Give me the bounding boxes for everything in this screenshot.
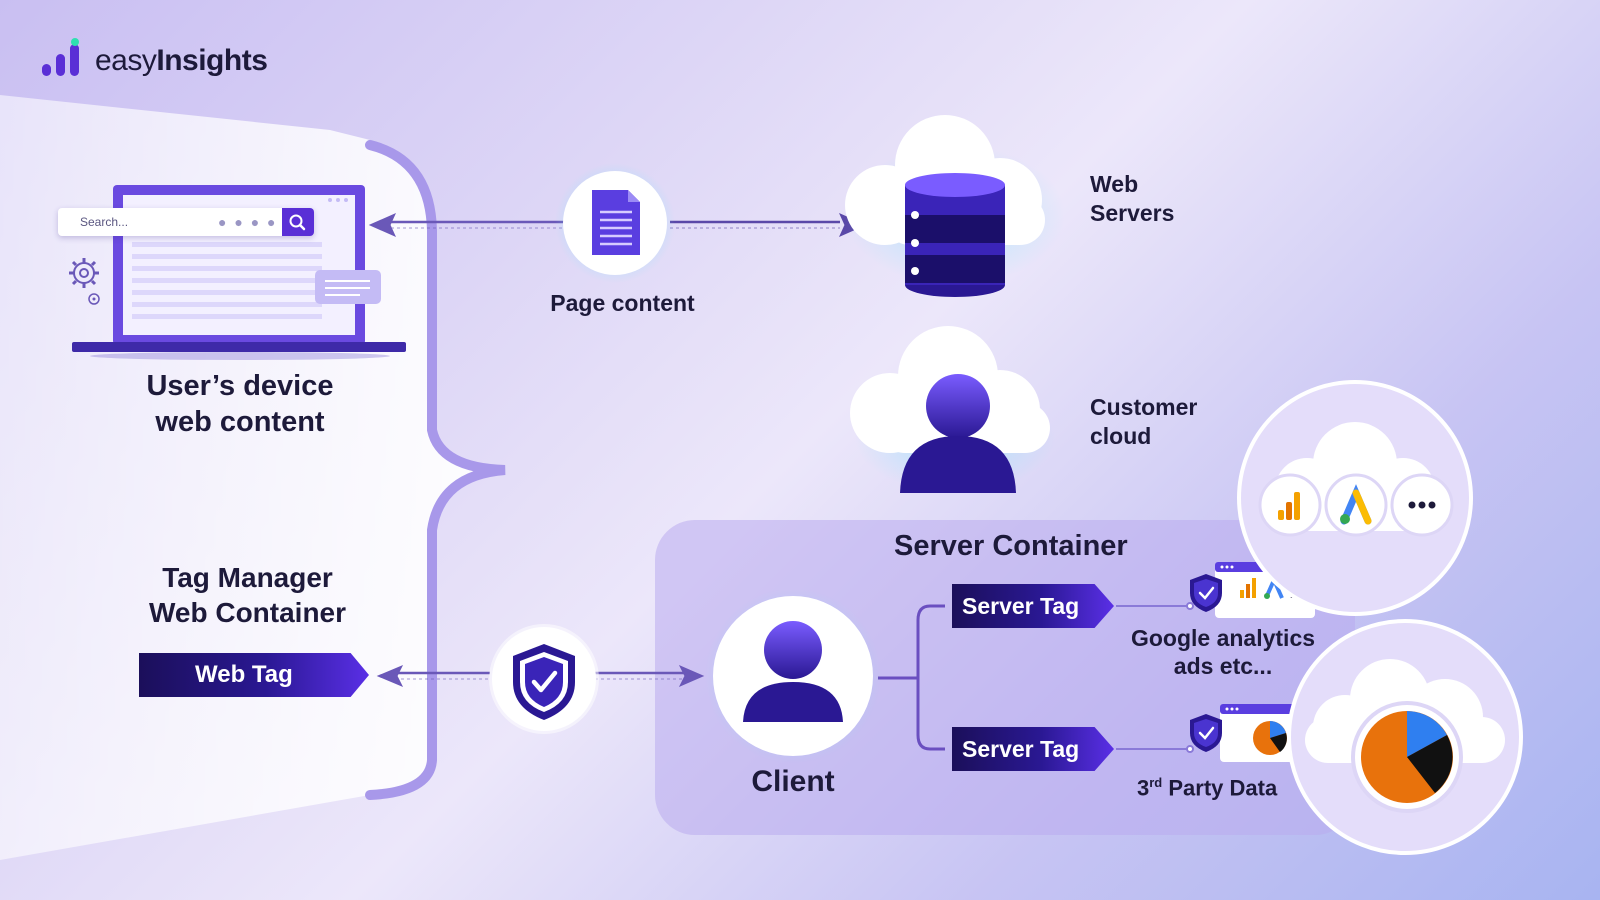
logo-bars-icon xyxy=(42,38,79,76)
more-icon xyxy=(1408,501,1436,509)
shield-check-icon xyxy=(513,644,575,720)
arrow-device-page xyxy=(368,213,565,237)
database-icon xyxy=(905,173,1005,297)
customer-cloud-node xyxy=(850,326,1055,493)
analytics-icon xyxy=(1240,578,1256,598)
destination-2-base: 3 xyxy=(1137,775,1150,801)
client-branches xyxy=(878,604,945,751)
user-icon xyxy=(743,621,843,722)
search-icon xyxy=(289,214,306,231)
pie-chart-icon xyxy=(1253,721,1287,755)
brand-name-bold: Insights xyxy=(156,44,268,77)
device-label-line1: User’s device xyxy=(146,370,334,402)
web-tag[interactable]: Web Tag xyxy=(139,653,369,697)
destination-window-2 xyxy=(1190,704,1310,762)
shield-check-icon xyxy=(1190,714,1222,752)
page-content-label: Page content xyxy=(550,290,695,316)
curly-bracket xyxy=(365,140,506,800)
pie-chart-icon xyxy=(1361,711,1453,803)
server-tag-1[interactable]: Server Tag xyxy=(952,584,1114,628)
web-servers-line2: Servers xyxy=(1090,200,1175,226)
destination-2-rest: Party Data xyxy=(1162,775,1278,801)
gear-icon xyxy=(69,258,100,305)
brand-name: easyInsights xyxy=(95,44,268,78)
tools-cloud-node xyxy=(1237,380,1473,616)
web-servers-line1: Web xyxy=(1090,171,1139,197)
tag-manager-title-line1: Tag Manager xyxy=(162,562,333,593)
search-button[interactable] xyxy=(282,208,314,236)
user-icon xyxy=(900,374,1016,493)
tag-destination-lines xyxy=(1116,602,1194,753)
destination-1-line2: ads etc... xyxy=(1173,653,1273,679)
client-label: Client xyxy=(751,765,835,798)
analytics-icon xyxy=(1278,492,1300,520)
third-party-cloud-node xyxy=(1287,619,1523,855)
tag-manager-title: Tag Manager Web Container xyxy=(120,560,375,630)
customer-cloud-line1: Customer xyxy=(1090,394,1198,420)
shield-node xyxy=(489,624,599,734)
customer-cloud-label: Customer cloud xyxy=(1090,393,1197,451)
tag-manager-title-line2: Web Container xyxy=(148,597,347,628)
search-dots: ● ● ● ● xyxy=(218,214,278,230)
shield-check-icon xyxy=(1190,574,1222,612)
brand-name-light: easy xyxy=(95,44,157,77)
device-label: User’s device web content xyxy=(110,368,370,440)
destination-2-label: 3rd Party Data xyxy=(1137,775,1277,801)
document-node xyxy=(555,163,675,283)
server-container-title: Server Container xyxy=(894,530,1128,562)
destination-1-line1: Google analytics xyxy=(1130,625,1316,651)
server-tag-2[interactable]: Server Tag xyxy=(952,727,1114,771)
google-ads-icon xyxy=(1340,484,1372,525)
search-placeholder: Search... xyxy=(80,215,129,229)
arrow-webtag-shield xyxy=(376,665,490,687)
arrow-shield-client xyxy=(595,664,705,688)
web-servers-label: Web Servers xyxy=(1090,170,1174,228)
web-servers-node xyxy=(845,115,1065,297)
device-label-line2: web content xyxy=(155,406,325,438)
destination-1-label: Google analytics ads etc... xyxy=(1118,624,1328,680)
client-node xyxy=(705,590,881,764)
search-input[interactable]: Search... xyxy=(58,208,314,236)
destination-2-sup: rd xyxy=(1149,775,1163,790)
customer-cloud-line2: cloud xyxy=(1090,423,1152,449)
